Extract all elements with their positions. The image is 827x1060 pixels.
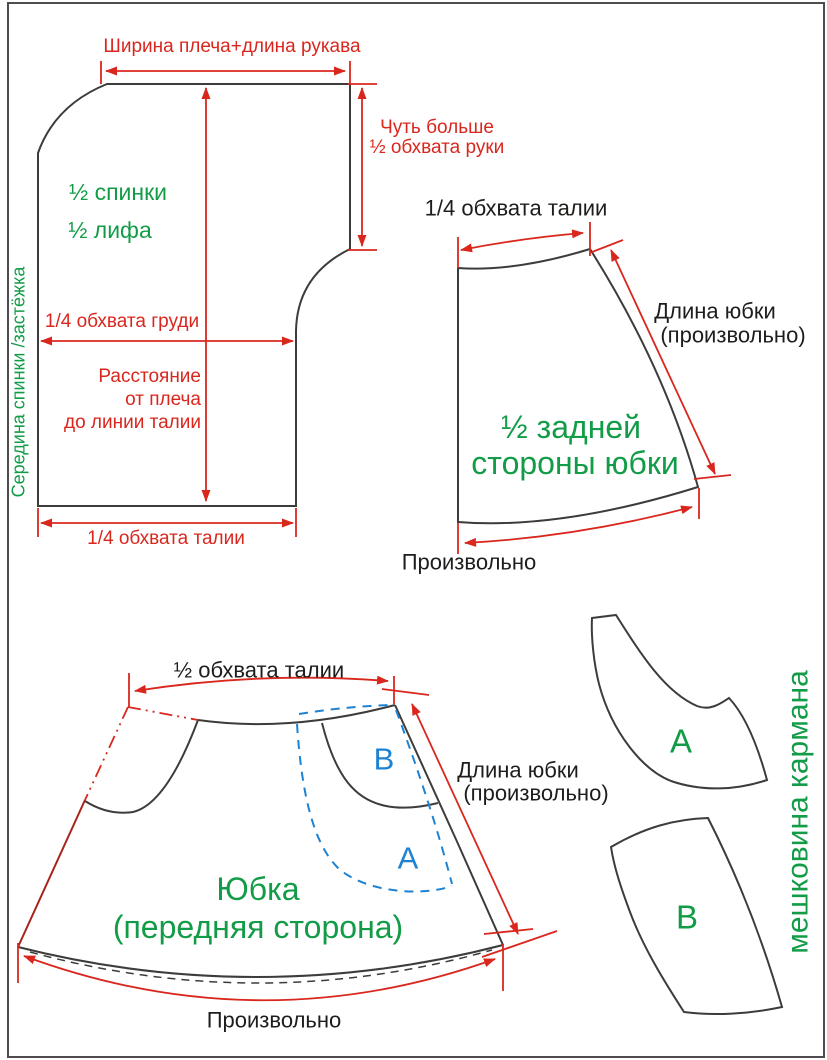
skirt-front-hem-dimension-label: Произвольно xyxy=(206,1007,342,1033)
bodice-dimension-arrows xyxy=(37,61,377,537)
bodice-chest-dimension-label: 1/4 обхвата груди xyxy=(44,311,200,333)
bodice-shoulder-to-waist-dimension-label: Расстояние от плеча до линии талии xyxy=(64,365,201,434)
bodice-height-dim-line2: от плеча xyxy=(125,389,201,410)
pocket-bag-b-outline xyxy=(609,816,784,1016)
skirt-back-outline xyxy=(457,247,700,525)
bodice-shoulder-sleeve-dimension-label: Ширина плеча+длина рукава xyxy=(103,36,361,58)
skirt-front-name-line1: Юбка xyxy=(216,871,300,908)
pocket-opening-left xyxy=(84,719,199,814)
skirt-front-pocket-a-marker: А xyxy=(397,840,419,876)
pocket-bag-a-outline xyxy=(590,613,769,790)
bodice-outline xyxy=(37,83,351,507)
bodice-height-dim-line1: Расстояние xyxy=(98,366,201,387)
hem-allowance-dashed xyxy=(29,949,493,984)
bodice-center-back-label: Середина спинки /застёжка xyxy=(8,266,29,498)
skirt-front-dimension-arrows xyxy=(17,673,558,1002)
page-border xyxy=(7,2,825,1058)
skirt-back-hem-dimension-label: Произвольно xyxy=(401,549,537,575)
skirt-back-length-dim-line1: Длина юбки xyxy=(654,298,776,324)
bodice-height-dim-line3: до линии талии xyxy=(64,412,201,433)
pocket-bag-a-marker: А xyxy=(669,722,693,760)
skirt-back-waist-dimension-label: 1/4 обхвата талии xyxy=(424,195,608,221)
skirt-back-name-line1: ½ задней xyxy=(500,409,642,446)
skirt-front-length-dim-line1: Длина юбки xyxy=(457,757,579,783)
skirt-front-length-dim-line2: (произвольно) xyxy=(463,780,609,806)
bodice-name-bodice-label: ½ лифа xyxy=(68,216,152,243)
skirt-back-name-line2: стороны юбки xyxy=(471,445,679,482)
skirt-back-dimension-arrows xyxy=(457,222,732,554)
pocket-bag-b-marker: В xyxy=(675,898,699,936)
skirt-back-length-dim-line2: (произвольно) xyxy=(660,322,806,348)
pocket-bags-title-label: мешковина кармана xyxy=(781,670,815,954)
skirt-front-pocket-b-marker: В xyxy=(373,741,395,777)
pocket-bag-dashed-lines xyxy=(296,704,453,893)
bodice-armhole-dimension-label: Чуть больше ½ обхвата руки xyxy=(370,118,505,158)
skirt-front-waist-dimension-label: ½ обхвата талии xyxy=(173,657,345,683)
skirt-front-fold-lines xyxy=(17,706,199,948)
bodice-armhole-dim-line2: ½ обхвата руки xyxy=(369,137,505,158)
bodice-waist-dimension-label: 1/4 обхвата талии xyxy=(87,528,245,550)
bodice-name-back-label: ½ спинки xyxy=(69,178,167,205)
skirt-front-name-line2: (передняя сторона) xyxy=(112,909,404,946)
bodice-armhole-dim-line1: Чуть больше xyxy=(380,117,494,139)
